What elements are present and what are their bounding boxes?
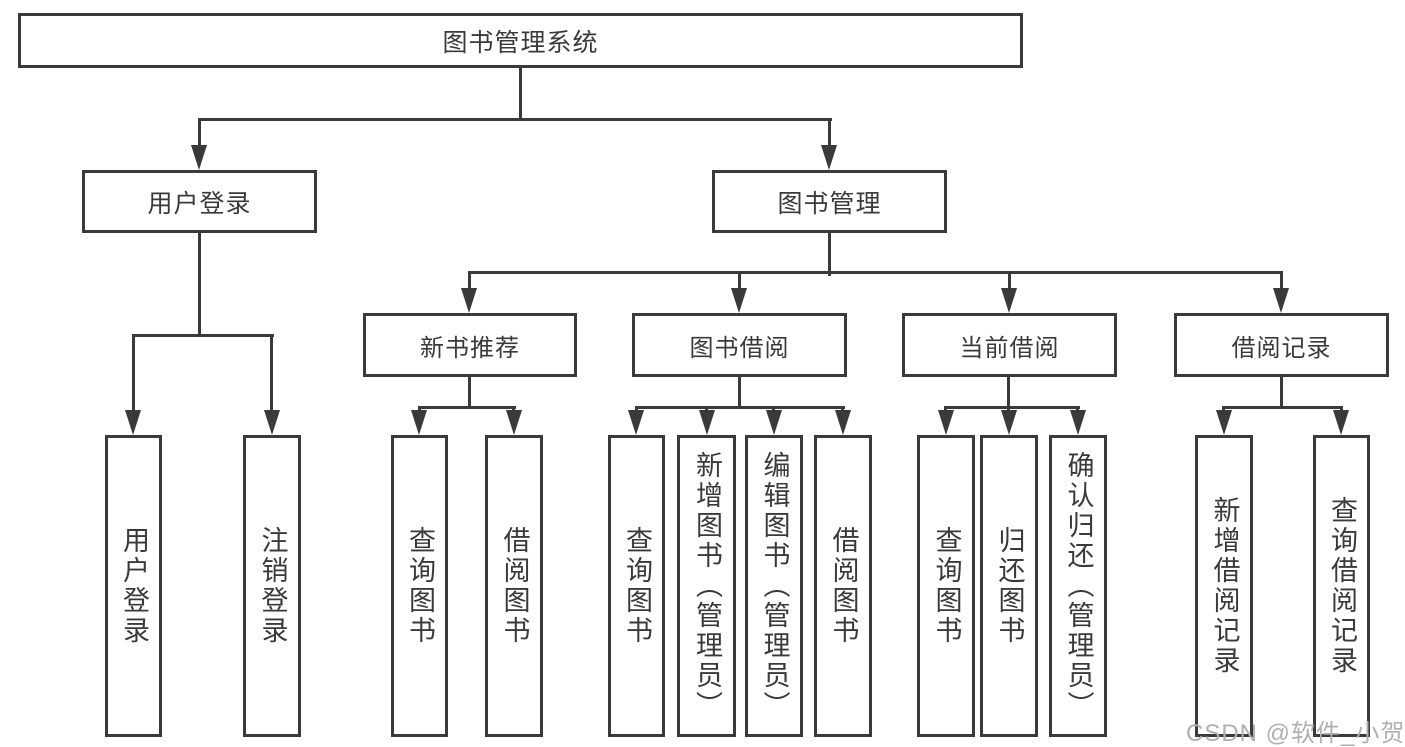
leaf-query-books-1: 查询图书 xyxy=(391,435,448,737)
leaf-query-books-3-label: 查询图书 xyxy=(931,526,962,646)
arrow-down-icon xyxy=(938,410,954,435)
leaf-add-borrow-record: 新增借阅记录 xyxy=(1195,435,1253,737)
leaf-edit-books-admin-label: 编辑图书（管理员） xyxy=(759,451,790,721)
leaf-add-books-admin: 新增图书（管理员） xyxy=(677,435,736,737)
leaf-query-books-1-label: 查询图书 xyxy=(405,526,435,646)
leaf-query-borrow-record-label: 查询借阅记录 xyxy=(1327,496,1357,676)
connector-drop xyxy=(468,271,471,291)
node-user-login-label: 用户登录 xyxy=(147,189,252,218)
leaf-user-login: 用户登录 xyxy=(105,435,162,737)
leaf-query-books-3: 查询图书 xyxy=(917,435,975,737)
watermark: CSDN @软件_小贺同学 xyxy=(1186,720,1405,747)
arrow-down-icon xyxy=(1001,410,1017,435)
node-book-borrow-label: 图书借阅 xyxy=(689,334,790,362)
node-current-borrow-label: 当前借阅 xyxy=(959,334,1060,362)
connector-drop xyxy=(270,334,273,412)
connector-feeder xyxy=(738,377,741,409)
leaf-return-books-label: 归还图书 xyxy=(994,526,1025,646)
node-borrow-records-label: 借阅记录 xyxy=(1231,334,1332,362)
leaf-borrow-books-1: 借阅图书 xyxy=(485,435,543,737)
arrow-down-icon xyxy=(731,288,747,313)
arrow-down-icon xyxy=(411,410,427,435)
connector-drop xyxy=(1280,271,1283,291)
node-new-book-recommend-label: 新书推荐 xyxy=(420,334,520,362)
connector-feeder xyxy=(1007,377,1010,414)
node-new-book-recommend: 新书推荐 xyxy=(363,313,577,377)
leaf-borrow-books-1-label: 借阅图书 xyxy=(499,526,530,646)
node-root-label: 图书管理系统 xyxy=(442,28,599,57)
node-borrow-records: 借阅记录 xyxy=(1174,313,1389,377)
node-user-login: 用户登录 xyxy=(82,170,317,233)
leaf-query-books-2-label: 查询图书 xyxy=(622,526,652,646)
node-book-management: 图书管理 xyxy=(712,170,947,233)
arrow-down-icon xyxy=(1273,288,1289,313)
connector-bar xyxy=(132,334,274,337)
node-book-management-label: 图书管理 xyxy=(777,189,882,218)
connector-bar xyxy=(1222,406,1343,409)
leaf-user-login-label: 用户登录 xyxy=(119,526,149,646)
arrow-down-icon xyxy=(506,410,522,435)
leaf-borrow-books-2: 借阅图书 xyxy=(814,435,872,737)
connector-feeder xyxy=(198,233,201,337)
leaf-add-books-admin-label: 新增图书（管理员） xyxy=(692,451,722,721)
connector-bar xyxy=(635,406,845,409)
connector-bar xyxy=(418,406,516,409)
connector-drop xyxy=(828,118,831,147)
arrow-down-icon xyxy=(1001,288,1017,313)
connector-drop xyxy=(738,271,741,291)
leaf-edit-books-admin: 编辑图书（管理员） xyxy=(745,435,803,737)
arrow-down-icon xyxy=(821,145,837,170)
connector-feeder xyxy=(828,233,831,276)
arrow-down-icon xyxy=(125,410,141,435)
connector-bar xyxy=(944,406,1080,409)
leaf-borrow-books-2-label: 借阅图书 xyxy=(828,526,859,646)
leaf-add-borrow-record-label: 新增借阅记录 xyxy=(1209,496,1240,676)
node-root: 图书管理系统 xyxy=(18,13,1023,68)
leaf-query-borrow-record: 查询借阅记录 xyxy=(1313,435,1370,737)
leaf-logout: 注销登录 xyxy=(243,435,301,737)
connector-drop xyxy=(132,334,135,412)
connector-root-feeder xyxy=(519,68,522,121)
arrow-down-icon xyxy=(1333,410,1349,435)
arrow-down-icon xyxy=(835,410,851,435)
connector-drop xyxy=(1008,271,1011,291)
arrow-down-icon xyxy=(1070,410,1086,435)
arrow-down-icon xyxy=(1216,410,1232,435)
leaf-confirm-return-admin-label: 确认归还（管理员） xyxy=(1063,451,1094,721)
arrow-down-icon xyxy=(699,410,715,435)
leaf-logout-label: 注销登录 xyxy=(257,526,288,646)
connector-drop xyxy=(198,118,201,147)
arrow-down-icon xyxy=(191,145,207,170)
arrow-down-icon xyxy=(461,288,477,313)
connector-feeder xyxy=(468,377,471,409)
arrow-down-icon xyxy=(766,410,782,435)
leaf-confirm-return-admin: 确认归还（管理员） xyxy=(1049,435,1107,737)
node-book-borrow: 图书借阅 xyxy=(632,313,847,377)
leaf-query-books-2: 查询图书 xyxy=(608,435,665,737)
connector-bar xyxy=(468,271,1283,274)
arrow-down-icon xyxy=(264,410,280,435)
arrow-down-icon xyxy=(628,410,644,435)
leaf-return-books: 归还图书 xyxy=(980,435,1038,737)
node-current-borrow: 当前借阅 xyxy=(902,313,1117,377)
connector-root-bar xyxy=(198,118,832,121)
connector-feeder xyxy=(1280,377,1283,409)
